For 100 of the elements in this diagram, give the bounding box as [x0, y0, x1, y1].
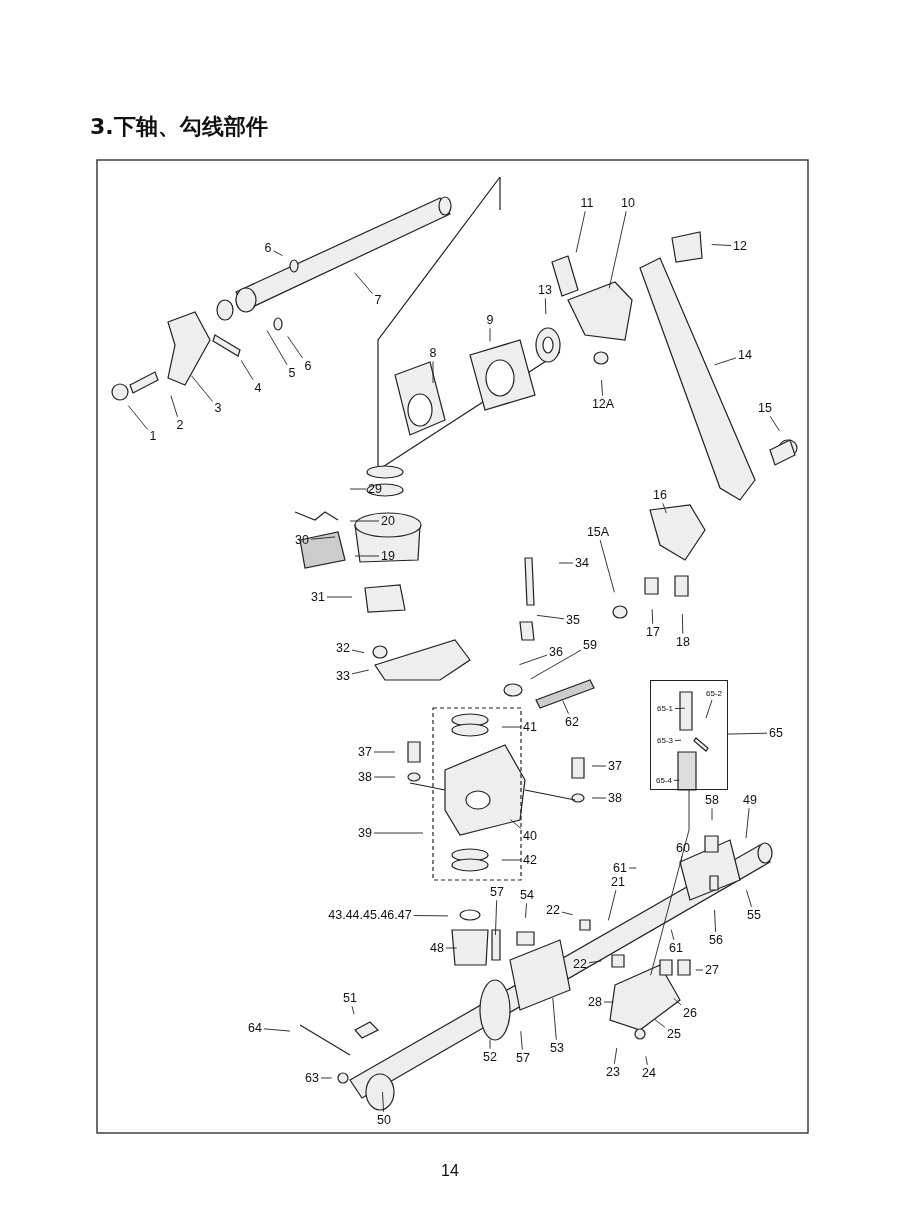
callout-number: 42 [521, 851, 539, 869]
page-number: 14 [440, 1162, 460, 1180]
leader-line [714, 357, 737, 366]
callout-number: 60 [674, 839, 692, 857]
leader-line [552, 997, 557, 1041]
leader-line [674, 739, 682, 741]
leader-line [628, 867, 637, 869]
callout-number: 38 [606, 789, 624, 807]
leader-line [373, 751, 396, 753]
leader-line [266, 330, 288, 366]
callout-number: 56 [707, 931, 725, 949]
callout-number: 14 [736, 346, 754, 364]
callout-number: 65 [767, 724, 785, 742]
leader-line [501, 859, 522, 861]
callout-number: 63 [303, 1069, 321, 1087]
leader-line [705, 699, 713, 719]
leader-line [445, 947, 458, 949]
leader-line [746, 889, 752, 908]
callout-number: 4 [252, 379, 264, 397]
leader-line [769, 415, 780, 432]
callout-number: 2 [174, 416, 186, 434]
leader-line [714, 909, 717, 933]
inset-box [650, 680, 728, 790]
leader-line [509, 819, 522, 829]
leader-line [525, 902, 527, 919]
leader-line [413, 915, 449, 917]
leader-line [711, 807, 713, 821]
leader-line [727, 732, 768, 735]
leader-line [351, 669, 370, 675]
callout-number: 40 [521, 827, 539, 845]
callout-number: 48 [428, 939, 446, 957]
callout-number: 53 [548, 1039, 566, 1057]
callout-number: 20 [379, 512, 397, 530]
leader-line [326, 596, 353, 598]
leader-line [608, 210, 627, 289]
callout-number: 7 [372, 291, 384, 309]
leader-line [588, 960, 603, 964]
leader-line [654, 1019, 666, 1028]
leader-line [351, 1005, 355, 1015]
leader-line [673, 779, 680, 781]
callout-number: 15A [584, 523, 612, 541]
callout-number: 65-1 [655, 703, 675, 715]
callout-number: 12A [589, 395, 617, 413]
callout-number: 61 [667, 939, 685, 957]
callout-number: 18 [674, 633, 692, 651]
callout-number: 32 [334, 639, 352, 657]
leader-line [651, 608, 654, 625]
callout-number: 27 [703, 961, 721, 979]
leader-line [501, 726, 522, 728]
leader-line [273, 250, 283, 257]
leader-line [662, 502, 667, 514]
leader-line [601, 379, 603, 397]
leader-line [695, 969, 704, 971]
callout-number: 24 [640, 1064, 658, 1082]
callout-number: 23 [604, 1063, 622, 1081]
leader-line [561, 911, 574, 916]
leader-line [494, 899, 498, 936]
callout-number: 31 [309, 588, 327, 606]
callout-number: 6 [302, 357, 314, 375]
callout-number: 15 [756, 399, 774, 417]
leader-line [613, 1047, 618, 1065]
callout-number: 34 [573, 554, 591, 572]
callout-number: 3 [212, 399, 224, 417]
leader-line [603, 1001, 614, 1003]
callout-number: 52 [481, 1048, 499, 1066]
callout-number: 29 [366, 480, 384, 498]
leader-line [373, 832, 424, 834]
callout-number: 59 [581, 636, 599, 654]
callout-number: 25 [665, 1025, 683, 1043]
callout-number: 37 [356, 743, 374, 761]
callout-number: 1 [147, 427, 159, 445]
leader-line [544, 297, 547, 315]
callout-number: 36 [547, 643, 565, 661]
callout-number: 22 [544, 901, 562, 919]
callout-number: 62 [563, 713, 581, 731]
leader-line [287, 335, 303, 359]
leader-line [349, 520, 380, 522]
leader-line [170, 395, 178, 418]
callout-number: 16 [651, 486, 669, 504]
leader-line [432, 360, 434, 384]
leader-line [670, 929, 675, 941]
leader-line [351, 649, 365, 654]
callout-number: 11 [578, 194, 596, 212]
callout-number: 5 [286, 364, 298, 382]
callout-number: 65-4 [654, 775, 674, 787]
callout-number: 28 [586, 993, 604, 1011]
callout-number: 33 [334, 667, 352, 685]
callout-number: 22 [571, 955, 589, 973]
leader-line [349, 488, 367, 490]
callout-number: 65-3 [655, 735, 675, 747]
leader-line [645, 1055, 648, 1066]
callout-number: 37 [606, 757, 624, 775]
callout-number: 58 [703, 791, 721, 809]
callout-number: 65-2 [704, 688, 724, 700]
leader-line [607, 889, 617, 921]
callout-number: 41 [521, 718, 539, 736]
leader-line [745, 807, 750, 839]
leader-line [320, 1077, 333, 1079]
callout-number: 49 [741, 791, 759, 809]
callout-number: 50 [375, 1111, 393, 1129]
